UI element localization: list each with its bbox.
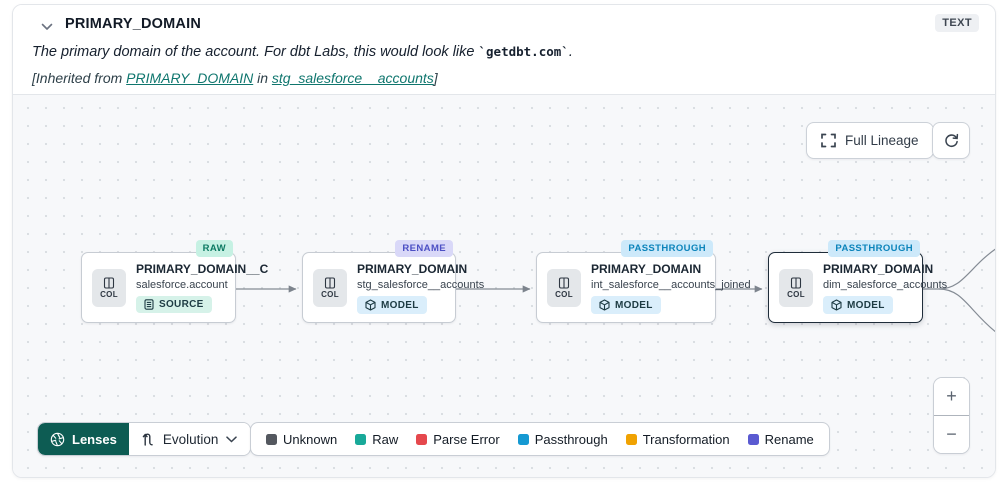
- columns-icon: [558, 277, 570, 289]
- inherited-model-link[interactable]: stg_salesforce__accounts: [271, 70, 434, 86]
- inherited-prefix: [Inherited from: [32, 70, 127, 86]
- node-title: PRIMARY_DOMAIN: [591, 262, 702, 276]
- lineage-canvas[interactable]: Full Lineage RAW COL PRIMARY_DOMAIN__C s…: [13, 94, 995, 477]
- description-code: `getdbt.com`: [478, 44, 569, 59]
- kind-label: MODEL: [615, 299, 653, 311]
- chevron-down-icon: [226, 435, 238, 443]
- legend-item-rename: Rename: [747, 431, 814, 447]
- node-subtitle: int_salesforce__accounts_joined: [591, 279, 751, 291]
- col-label: COL: [321, 290, 339, 299]
- col-label: COL: [787, 290, 805, 299]
- col-label: COL: [100, 290, 118, 299]
- lenses-label: Lenses: [72, 431, 117, 447]
- legend-label: Transformation: [642, 431, 730, 447]
- legend-item-passthrough: Passthrough: [517, 431, 608, 447]
- kind-badge: MODEL: [357, 296, 427, 314]
- status-badge: RAW: [195, 240, 233, 257]
- legend-label: Passthrough: [534, 431, 608, 447]
- lineage-node-dim-selected[interactable]: PASSTHROUGH COL PRIMARY_DOMAIN dim_sales…: [768, 240, 947, 323]
- legend-label: Raw: [372, 431, 399, 447]
- description-period: .: [568, 44, 573, 60]
- lineage-node-stg[interactable]: RENAME COL PRIMARY_DOMAIN stg_salesforce…: [302, 240, 484, 323]
- inherited-column-link[interactable]: PRIMARY_DOMAIN: [126, 70, 254, 86]
- lenses-control-group: Lenses Evolution: [37, 422, 252, 456]
- legend-label: Rename: [764, 431, 814, 447]
- kind-label: MODEL: [847, 299, 885, 311]
- inherited-from-line: [Inherited from PRIMARY_DOMAIN in stg_sa…: [32, 70, 438, 86]
- status-badge: RENAME: [395, 240, 453, 257]
- model-icon: [599, 299, 610, 311]
- evolution-route-icon: [142, 433, 153, 446]
- full-lineage-label: Full Lineage: [845, 133, 919, 148]
- node-subtitle: salesforce.account: [136, 279, 228, 291]
- selected-lens-label: Evolution: [162, 431, 219, 447]
- lineage-node-int[interactable]: PASSTHROUGH COL PRIMARY_DOMAIN int_sales…: [536, 240, 751, 323]
- description-text: The primary domain of the account. For d…: [32, 44, 479, 60]
- legend-swatch: [517, 433, 529, 445]
- legend-swatch: [416, 433, 428, 445]
- node-title: PRIMARY_DOMAIN: [357, 262, 468, 276]
- kind-badge: MODEL: [823, 296, 893, 314]
- legend-label: Parse Error: [433, 431, 500, 447]
- model-icon: [831, 299, 842, 311]
- column-lineage-panel: PRIMARY_DOMAIN TEXT The primary domain o…: [12, 4, 996, 478]
- zoom-out-button[interactable]: −: [934, 416, 969, 453]
- legend-swatch: [266, 433, 277, 445]
- refresh-button[interactable]: [932, 122, 970, 159]
- page-title: PRIMARY_DOMAIN: [65, 16, 201, 32]
- refresh-icon: [943, 132, 960, 149]
- column-description: The primary domain of the account. For d…: [32, 44, 573, 60]
- node-title: PRIMARY_DOMAIN: [823, 262, 934, 276]
- column-chip: COL: [92, 269, 126, 307]
- collapse-chevron-icon[interactable]: [35, 15, 59, 39]
- lineage-node-source[interactable]: RAW COL PRIMARY_DOMAIN__C salesforce.acc…: [81, 240, 268, 323]
- lens-select-evolution[interactable]: Evolution: [128, 423, 251, 455]
- columns-icon: [103, 277, 115, 289]
- zoom-controls: + −: [933, 377, 970, 454]
- kind-label: MODEL: [381, 299, 419, 311]
- legend-swatch: [355, 433, 367, 445]
- lenses-button[interactable]: Lenses: [38, 423, 129, 455]
- evolution-legend: Unknown Raw Parse Error Passthrough Tran…: [250, 422, 830, 456]
- legend-swatch: [625, 433, 637, 445]
- inherited-suffix: ]: [433, 70, 438, 86]
- inherited-mid: in: [253, 70, 272, 86]
- legend-item-transformation: Transformation: [625, 431, 730, 447]
- source-icon: [144, 299, 154, 310]
- columns-icon: [790, 277, 802, 289]
- legend-item-parse-error: Parse Error: [416, 431, 500, 447]
- model-icon: [365, 299, 376, 311]
- status-badge: PASSTHROUGH: [621, 240, 713, 257]
- columns-icon: [324, 277, 336, 289]
- legend-item-unknown: Unknown: [266, 432, 337, 447]
- lens-aperture-icon: [50, 432, 65, 446]
- kind-badge: SOURCE: [136, 296, 212, 313]
- column-chip: COL: [547, 269, 581, 307]
- legend-swatch: [747, 433, 759, 445]
- status-badge: PASSTHROUGH: [828, 240, 920, 257]
- zoom-in-button[interactable]: +: [934, 378, 969, 416]
- col-label: COL: [555, 290, 573, 299]
- kind-badge: MODEL: [591, 296, 661, 314]
- legend-label: Unknown: [283, 431, 338, 447]
- node-subtitle: stg_salesforce__accounts: [357, 279, 485, 291]
- column-header: PRIMARY_DOMAIN TEXT The primary domain o…: [13, 5, 995, 94]
- node-title: PRIMARY_DOMAIN__C: [136, 262, 269, 276]
- expand-icon: [821, 133, 836, 148]
- column-type-badge: TEXT: [935, 14, 979, 32]
- column-chip: COL: [313, 269, 347, 307]
- kind-label: SOURCE: [159, 299, 204, 310]
- column-chip: COL: [779, 269, 813, 307]
- node-subtitle: dim_salesforce_accounts: [823, 279, 948, 291]
- legend-item-raw: Raw: [355, 432, 398, 447]
- full-lineage-button[interactable]: Full Lineage: [806, 122, 934, 159]
